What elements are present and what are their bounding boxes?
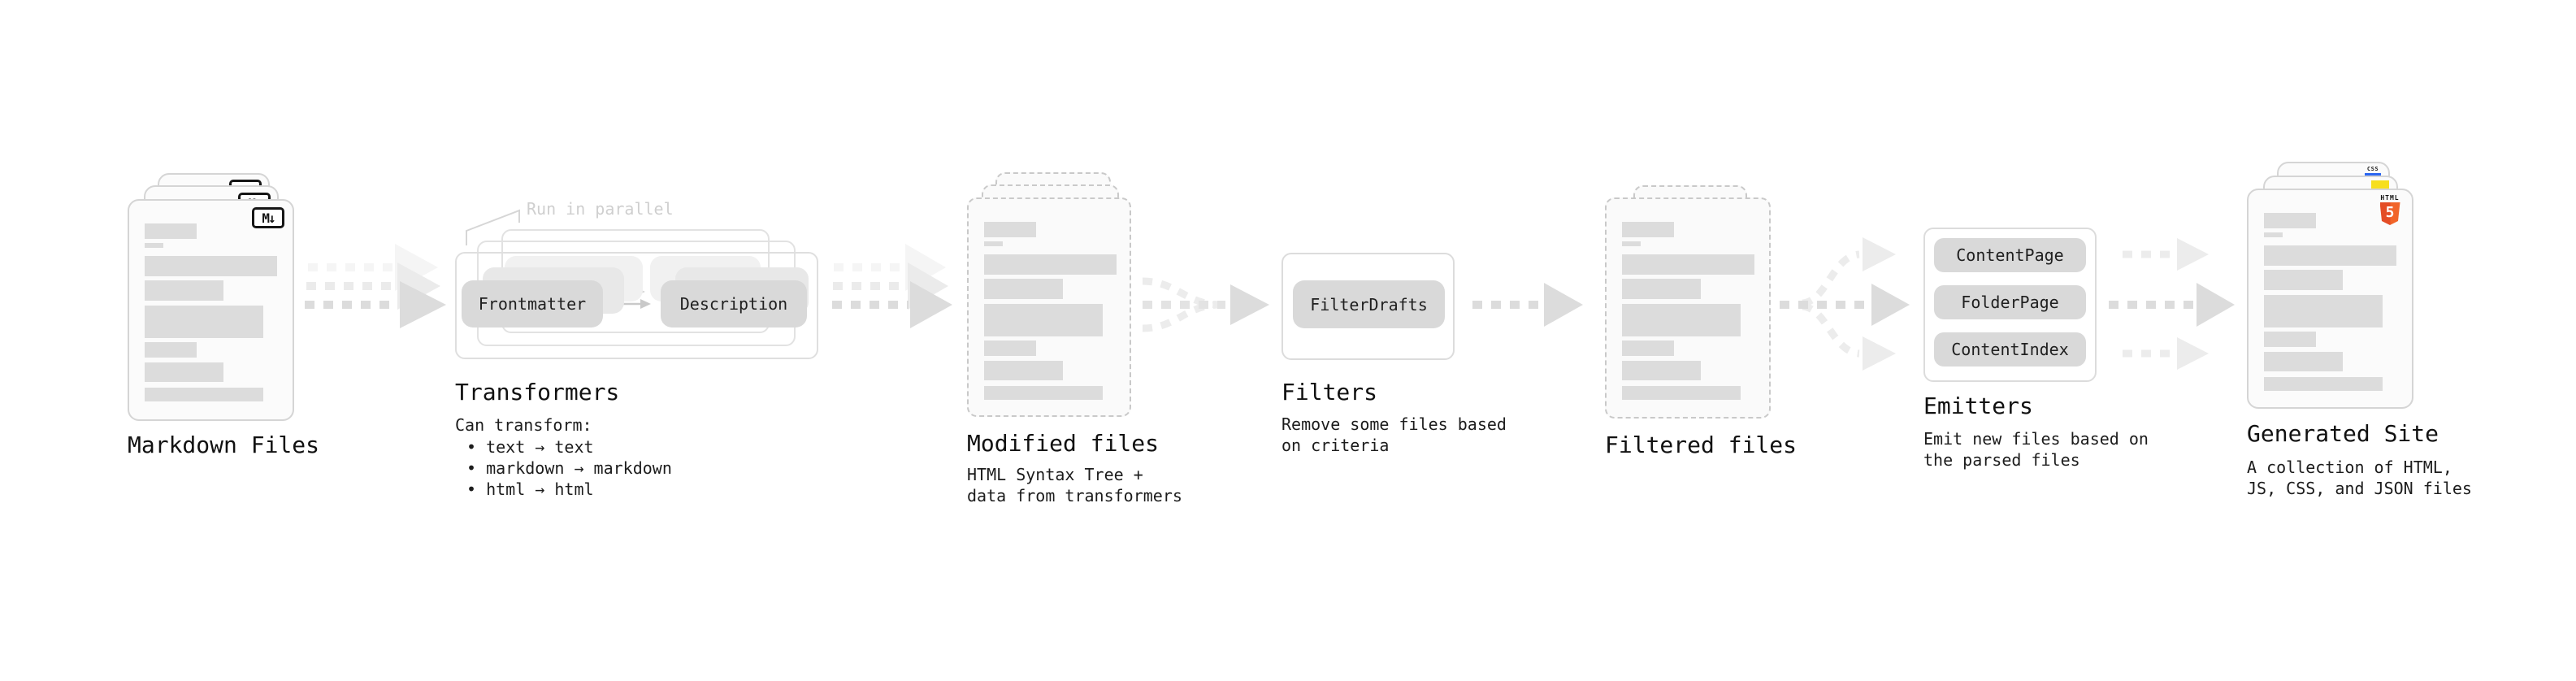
transformer-box bbox=[455, 252, 818, 359]
generated-site-label: Generated Site bbox=[2247, 420, 2439, 447]
content-placeholder-bar bbox=[1622, 241, 1641, 246]
desc-line: JS, CSS, and JSON files bbox=[2247, 479, 2472, 498]
content-placeholder-bar bbox=[1622, 304, 1741, 336]
css-icon-text: CSS bbox=[2366, 166, 2379, 172]
content-placeholder-bar bbox=[145, 223, 197, 239]
content-placeholder-bar bbox=[145, 280, 223, 301]
desc-line: the parsed files bbox=[1923, 450, 2080, 470]
content-placeholder-bar bbox=[2264, 295, 2383, 327]
run-in-parallel-note: Run in parallel bbox=[527, 199, 674, 219]
generated-site-desc: A collection of HTML, JS, CSS, and JSON … bbox=[2247, 457, 2472, 499]
content-placeholder-bar bbox=[984, 279, 1063, 299]
frontmatter-node: Frontmatter bbox=[462, 280, 603, 327]
content-placeholder-bar bbox=[1622, 222, 1674, 237]
bullet-item: • html → html bbox=[466, 479, 594, 499]
content-placeholder-bar bbox=[984, 222, 1036, 237]
content-placeholder-bar bbox=[984, 361, 1063, 380]
markdown-icon: M↓ bbox=[252, 207, 284, 228]
modified-file-card bbox=[967, 197, 1131, 417]
content-placeholder-bar bbox=[1622, 386, 1741, 400]
content-placeholder-bar bbox=[1622, 254, 1754, 275]
filterdrafts-node: FilterDrafts bbox=[1293, 280, 1445, 328]
contentpage-node: ContentPage bbox=[1934, 238, 2086, 272]
arrow-markdown-to-transformers bbox=[305, 244, 446, 328]
markdown-file-card: M↓ bbox=[128, 199, 294, 421]
content-placeholder-bar bbox=[145, 306, 263, 338]
content-placeholder-bar bbox=[984, 304, 1103, 336]
content-placeholder-bar bbox=[2264, 352, 2343, 371]
bullet-item: • text → text bbox=[466, 437, 594, 457]
content-placeholder-bar bbox=[145, 362, 223, 382]
content-placeholder-bar bbox=[984, 340, 1036, 356]
content-placeholder-bar bbox=[2264, 377, 2383, 391]
modified-files-desc: HTML Syntax Tree + data from transformer… bbox=[967, 464, 1182, 506]
arrow-transformers-to-modified bbox=[832, 244, 952, 328]
markdown-files-label: Markdown Files bbox=[128, 432, 320, 458]
content-placeholder-bar bbox=[1622, 361, 1701, 380]
contentindex-node: ContentIndex bbox=[1934, 332, 2086, 367]
html5-icon-shield: 5 bbox=[2379, 202, 2400, 225]
html-file-card: HTML 5 bbox=[2247, 189, 2413, 409]
css-icon: CSS bbox=[2365, 166, 2381, 176]
arrow-filtered-to-emitters-fanout bbox=[1780, 237, 1910, 371]
filtered-files-label: Filtered files bbox=[1605, 432, 1798, 458]
content-placeholder-bar bbox=[1622, 279, 1701, 299]
content-placeholder-bar bbox=[2264, 245, 2396, 266]
content-placeholder-bar bbox=[2264, 213, 2316, 228]
desc-line: A collection of HTML, bbox=[2247, 458, 2452, 477]
transformers-label: Transformers bbox=[455, 379, 620, 406]
arrow-emitters-to-generated bbox=[2109, 238, 2235, 370]
html5-icon: HTML 5 bbox=[2377, 194, 2403, 225]
filters-label: Filters bbox=[1281, 379, 1378, 406]
emitters-label: Emitters bbox=[1923, 393, 2033, 419]
desc-line: Remove some files based bbox=[1281, 414, 1507, 434]
description-node: Description bbox=[661, 280, 807, 327]
run-in-parallel-bracket bbox=[466, 209, 520, 245]
content-placeholder-bar bbox=[984, 254, 1117, 275]
html5-icon-text: HTML bbox=[2380, 194, 2400, 202]
arrow-modified-to-filters-merge bbox=[1142, 277, 1269, 332]
filters-desc: Remove some files based on criteria bbox=[1281, 414, 1507, 456]
desc-line: Emit new files based on bbox=[1923, 429, 2149, 449]
filtered-file-card bbox=[1605, 197, 1771, 419]
emitters-desc: Emit new files based on the parsed files bbox=[1923, 428, 2149, 471]
transformers-bullet-list: • text → text • markdown → markdown • ht… bbox=[455, 436, 672, 500]
content-placeholder-bar bbox=[1622, 340, 1674, 356]
content-placeholder-bar bbox=[2264, 270, 2343, 290]
content-placeholder-bar bbox=[145, 342, 197, 358]
bullet-item: • markdown → markdown bbox=[466, 458, 672, 478]
desc-line: HTML Syntax Tree + bbox=[967, 465, 1143, 484]
content-placeholder-bar bbox=[984, 386, 1103, 400]
arrow-filters-to-filtered bbox=[1472, 283, 1583, 327]
content-placeholder-bar bbox=[145, 256, 277, 276]
css-icon-underline bbox=[2365, 173, 2381, 176]
content-placeholder-bar bbox=[2264, 332, 2316, 347]
content-placeholder-bar bbox=[984, 241, 1003, 246]
transformers-desc-title: Can transform: bbox=[455, 415, 592, 435]
folderpage-node: FolderPage bbox=[1934, 285, 2086, 319]
content-placeholder-bar bbox=[145, 388, 263, 401]
content-placeholder-bar bbox=[2264, 232, 2283, 237]
content-placeholder-bar bbox=[145, 243, 163, 248]
desc-line: on criteria bbox=[1281, 436, 1390, 455]
modified-files-label: Modified files bbox=[967, 430, 1160, 457]
desc-line: data from transformers bbox=[967, 486, 1182, 505]
